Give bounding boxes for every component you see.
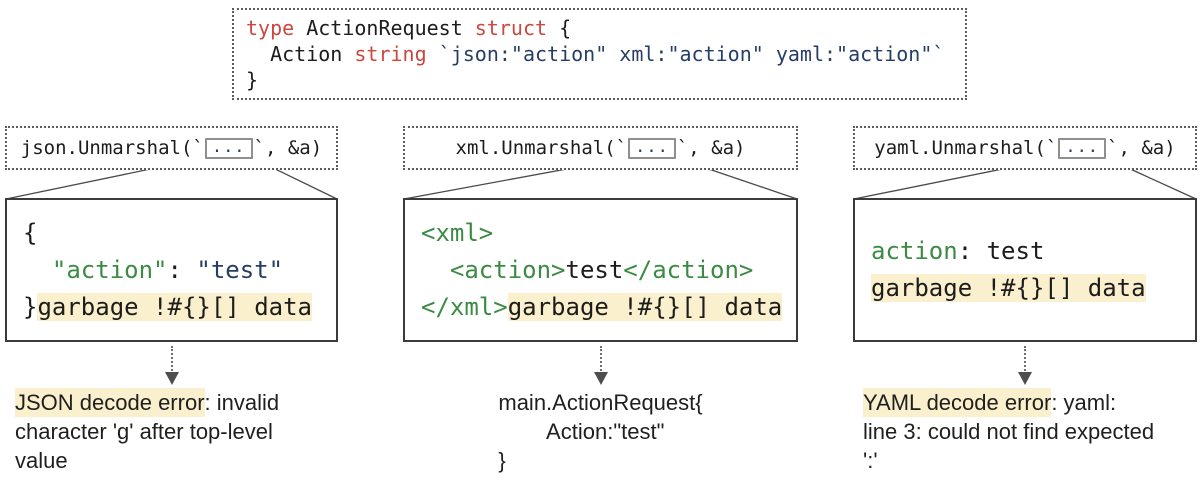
ellipsis-icon: ... xyxy=(211,136,246,157)
text-line: garbage !#{}[] data xyxy=(871,270,1195,307)
text-line: line 3: could not find expected xyxy=(863,417,1197,446)
arrow-dotted-line xyxy=(599,346,602,371)
text-line: Action string `json:"action" xml:"action… xyxy=(246,41,953,67)
xml-payload-code: <xml> <action>test</action></xml>garbage… xyxy=(405,215,796,326)
text-line: { xyxy=(23,215,336,252)
text-segment: </action> xyxy=(623,255,754,284)
text-line: <action>test</action> xyxy=(421,252,796,289)
ellipsis-icon: ... xyxy=(1065,136,1100,157)
highlighted-text: JSON decode error xyxy=(15,388,205,417)
yaml-payload-box: action: test garbage !#{}[] data xyxy=(853,198,1197,342)
text-line: main.ActionRequest{ xyxy=(498,388,702,417)
text-segment: ActionRequest xyxy=(294,16,475,40)
text-segment: action xyxy=(871,237,958,265)
text-segment: string xyxy=(354,42,427,66)
highlighted-text: garbage !#{}[] data xyxy=(871,274,1146,302)
text-segment: </xml> xyxy=(421,292,508,321)
call-suffix: `, &a) xyxy=(253,137,323,159)
highlighted-text: garbage !#{}[] data xyxy=(37,292,312,321)
arrow-head xyxy=(1018,372,1032,385)
text-line: } xyxy=(246,67,953,93)
text-line: YAML decode error: yaml: xyxy=(863,388,1197,417)
call-suffix: `, &a) xyxy=(676,137,746,159)
text-line: action: test xyxy=(871,233,1195,270)
text-segment xyxy=(427,42,439,66)
text-segment: } xyxy=(23,292,38,321)
text-segment: character 'g' after top-level xyxy=(15,419,273,444)
text-segment: "test" xyxy=(196,255,284,284)
text-line: Action:"test" xyxy=(498,417,702,446)
yaml-unmarshal-call-box: yaml.Unmarshal(`... `, &a) xyxy=(853,126,1197,170)
arrow-dotted-line xyxy=(170,346,173,371)
yaml-result-text: YAML decode error: yaml:line 3: could no… xyxy=(853,388,1197,475)
payload-placeholder-box: ... xyxy=(1058,136,1107,159)
xml-unmarshal-call-box: xml.Unmarshal(`... `, &a) xyxy=(403,126,798,170)
text-segment: value xyxy=(15,448,68,473)
text-segment: "action" xyxy=(51,255,168,284)
text-segment: : test xyxy=(957,237,1045,265)
text-segment: } xyxy=(498,448,506,473)
json-unmarshal-call-box: json.Unmarshal(`... `, &a) xyxy=(5,126,338,170)
payload-placeholder-box: ... xyxy=(204,136,253,159)
text-segment: Action xyxy=(246,42,355,66)
payload-placeholder-box: ... xyxy=(628,136,676,159)
text-segment: line 3: could not find expected xyxy=(863,419,1155,444)
text-segment xyxy=(421,256,450,284)
text-line: <xml> xyxy=(421,215,796,252)
text-segment: { xyxy=(547,16,572,40)
json-column: json.Unmarshal(`... `, &a) { "action": "t… xyxy=(5,126,338,484)
text-segment: } xyxy=(246,68,259,92)
text-line: }garbage !#{}[] data xyxy=(23,289,336,326)
arrow-down-icon xyxy=(593,346,608,385)
json-payload-code: { "action": "test"}garbage !#{}[] data xyxy=(7,215,336,326)
yaml-column: yaml.Unmarshal(`... `, &a) action: test ga… xyxy=(853,126,1197,484)
call-prefix: xml.Unmarshal(` xyxy=(455,137,628,159)
text-segment xyxy=(23,256,52,284)
arrow-head xyxy=(593,372,608,385)
text-line: ':' xyxy=(863,446,1197,475)
text-segment: <action> xyxy=(449,255,566,284)
arrow-down-icon xyxy=(1018,346,1032,385)
arrow-down-icon xyxy=(164,346,179,385)
text-line: JSON decode error: invalid xyxy=(15,388,338,417)
text-line: } xyxy=(498,446,702,475)
text-segment: : yaml: xyxy=(1051,390,1117,415)
text-line: </xml>garbage !#{}[] data xyxy=(421,289,796,326)
highlighted-text: garbage !#{}[] data xyxy=(507,292,783,321)
call-suffix: `, &a) xyxy=(1107,137,1176,159)
result-block: main.ActionRequest{ Action:"test"} xyxy=(498,388,702,475)
text-segment: : invalid xyxy=(204,390,280,415)
call-prefix: yaml.Unmarshal(` xyxy=(874,137,1058,159)
ellipsis-icon: ... xyxy=(635,136,669,157)
xml-payload-box: <xml> <action>test</action></xml>garbage… xyxy=(403,198,798,342)
text-line: character 'g' after top-level xyxy=(15,417,338,446)
call-prefix: json.Unmarshal(` xyxy=(20,137,204,159)
json-payload-box: { "action": "test"}garbage !#{}[] data xyxy=(5,198,338,342)
yaml-payload-code: action: test garbage !#{}[] data xyxy=(855,233,1195,307)
text-segment: main.ActionRequest{ xyxy=(498,390,703,415)
arrow-dotted-line xyxy=(1024,346,1026,371)
result-block: YAML decode error: yaml:line 3: could no… xyxy=(863,388,1197,475)
arrow-head xyxy=(164,372,179,385)
text-segment: `json:"action" xml:"action" yaml:"action… xyxy=(438,42,945,66)
xml-result-text: main.ActionRequest{ Action:"test"} xyxy=(403,388,798,475)
text-line: type ActionRequest struct { xyxy=(246,15,953,41)
text-segment: { xyxy=(23,218,38,247)
text-line: "action": "test" xyxy=(23,252,336,289)
text-segment: ':' xyxy=(863,448,878,473)
text-segment: struct xyxy=(474,16,548,40)
text-segment: <xml> xyxy=(421,218,494,247)
text-segment: type xyxy=(246,16,295,40)
highlighted-text: YAML decode error xyxy=(863,388,1052,417)
struct-definition-box: type ActionRequest struct { Action strin… xyxy=(232,8,967,100)
text-segment: test xyxy=(565,255,624,284)
struct-code: type ActionRequest struct { Action strin… xyxy=(234,10,965,98)
text-line: value xyxy=(15,446,338,475)
text-segment: Action:"test" xyxy=(498,419,665,444)
xml-column: xml.Unmarshal(`... `, &a) <xml> <action>t… xyxy=(403,126,798,484)
text-segment: : xyxy=(167,255,197,284)
